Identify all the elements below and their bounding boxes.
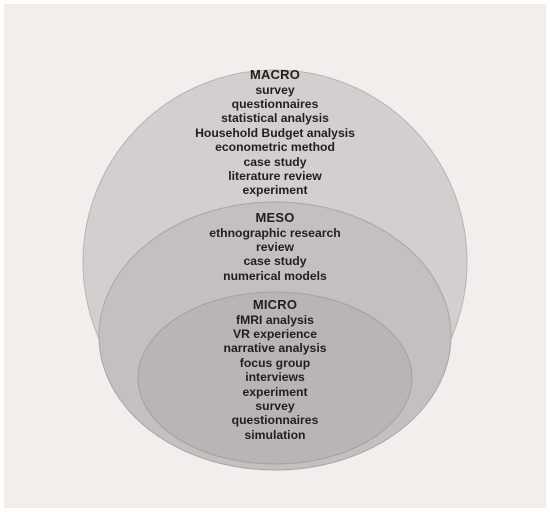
macro-method: experiment [242, 183, 308, 198]
micro-circle [137, 291, 413, 465]
macro-method: questionnaires [231, 97, 319, 111]
macro-method: Household Budget analysis [195, 125, 355, 140]
macro-method: case study [243, 154, 307, 169]
meso-method: numerical models [223, 268, 327, 283]
micro-method-list: fMRI analysis VR experience narrative an… [0, 313, 550, 443]
macro-method: econometric method [215, 140, 335, 155]
micro-method: simulation [244, 427, 306, 442]
meso-method-list: ethnographic research review case study … [0, 226, 550, 284]
micro-level: MICRO fMRI analysis VR experience narrat… [0, 297, 550, 443]
meso-method: case study [243, 254, 307, 269]
macro-method-list: survey questionnaires statistical analys… [0, 83, 550, 198]
micro-method: questionnaires [231, 413, 319, 428]
macro-title: MACRO [249, 67, 301, 82]
micro-method: narrative analysis [223, 341, 327, 356]
micro-method: experiment [242, 384, 308, 399]
meso-method: review [256, 240, 294, 254]
micro-method: focus group [239, 355, 311, 370]
micro-method: interviews [245, 370, 305, 385]
meso-title: MESO [255, 210, 295, 225]
micro-method: VR experience [232, 327, 317, 341]
macro-method: survey [255, 82, 295, 97]
macro-method: statistical analysis [221, 111, 329, 126]
micro-title: MICRO [252, 297, 298, 312]
macro-method: literature review [228, 169, 322, 184]
meso-level: MESO ethnographic research review case s… [0, 210, 550, 284]
meso-method: ethnographic research [209, 225, 341, 240]
macro-level: MACRO survey questionnaires statistical … [0, 67, 550, 198]
micro-method: fMRI analysis [236, 312, 314, 327]
micro-method: survey [255, 399, 295, 414]
